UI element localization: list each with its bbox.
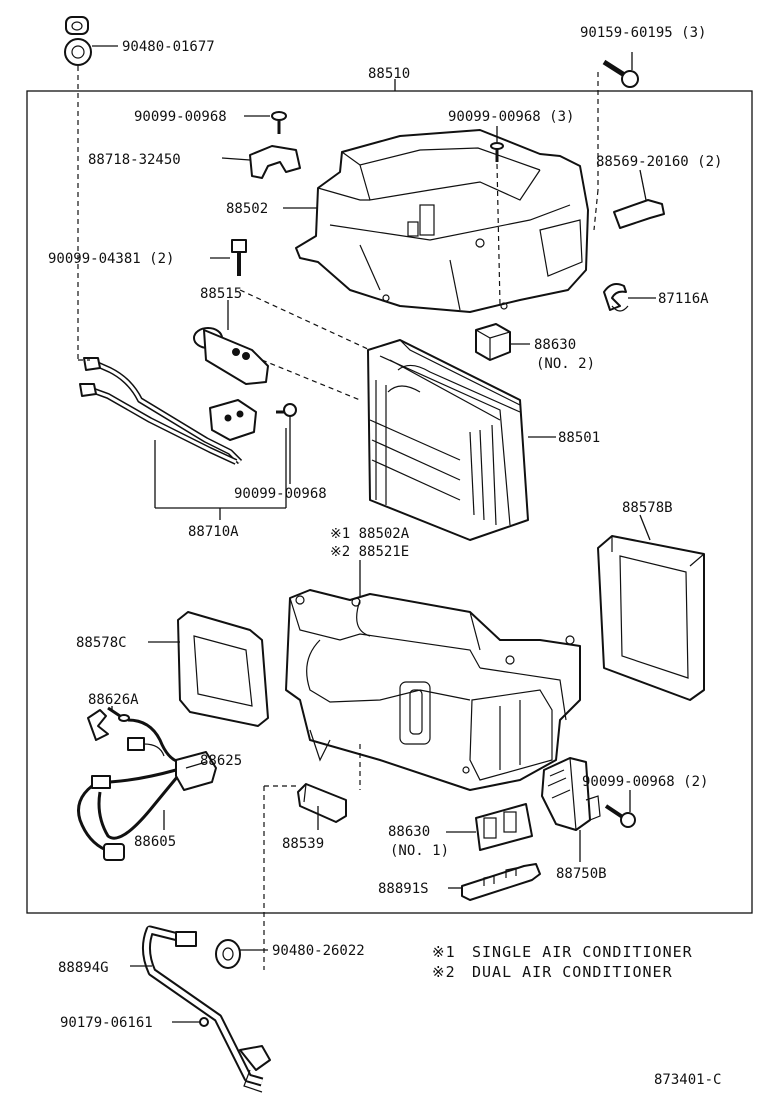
blower-resistor-88750B [541, 757, 601, 862]
label-88605: 88605 [134, 834, 176, 850]
clip-88718-32450 [221, 145, 301, 179]
clip-90179-06161 [172, 1017, 209, 1027]
label-90159-60195: 90159-60195 (3) [580, 25, 706, 41]
duct-88539 [297, 783, 347, 830]
label-88710A: 88710A [188, 524, 239, 540]
lower-case-88502A-88521E [285, 560, 581, 791]
grommet-88569-20160 [613, 169, 665, 229]
label-88515: 88515 [200, 286, 242, 302]
label-88630-no1-sub: (NO. 1) [390, 843, 449, 859]
clamp-87116A [603, 283, 656, 312]
label-88569-20160: 88569-20160 (2) [596, 154, 722, 170]
hose-88894G [130, 925, 271, 1093]
label-90099-00968-2: 90099-00968 (2) [582, 774, 708, 790]
label-90099-00968-pipe: 90099-00968 [234, 486, 327, 502]
label-90480-26022: 90480-26022 [272, 943, 365, 959]
label-88502: 88502 [226, 201, 268, 217]
label-88502A: ※1 88502A [330, 526, 410, 542]
screw-90159-60195 [602, 52, 639, 88]
diagram-number: 873401-C [654, 1072, 721, 1088]
note-2-text: DUAL AIR CONDITIONER [472, 963, 673, 981]
leader-dashed-upper-screw [496, 163, 501, 306]
label-88630-no2-sub: (NO. 2) [536, 356, 595, 372]
screw-90099-00968-2 [604, 790, 636, 828]
label-88891S: 88891S [378, 881, 429, 897]
note-1-text: SINGLE AIR CONDITIONER [472, 943, 693, 961]
label-90099-04381: 90099-04381 (2) [48, 251, 174, 267]
label-88539: 88539 [282, 836, 324, 852]
thermistor-88625 [127, 718, 198, 764]
label-88750B: 88750B [556, 866, 607, 882]
label-88718-32450: 88718-32450 [88, 152, 181, 168]
label-88630-no2: 88630 [534, 337, 576, 353]
note-2-mark: ※2 [432, 963, 456, 981]
expansion-valve-88515 [193, 300, 269, 385]
label-88630-no1: 88630 [388, 824, 430, 840]
bracket-88891S [448, 863, 541, 901]
label-88578B: 88578B [622, 500, 673, 516]
grommet-90480-01677 [64, 16, 118, 66]
label-88510: 88510 [368, 66, 410, 82]
label-90179-06161: 90179-06161 [60, 1015, 153, 1031]
wire-88605 [77, 751, 217, 861]
label-90099-00968-top: 90099-00968 [134, 109, 227, 125]
label-88521E: ※2 88521E [330, 544, 409, 560]
relay-88630-no2 [475, 323, 530, 361]
label-88578C: 88578C [76, 635, 127, 651]
label-90480-01677: 90480-01677 [122, 39, 215, 55]
sensor-88626A [87, 706, 130, 741]
note-1-mark: ※1 [432, 943, 456, 961]
label-88625: 88625 [200, 753, 242, 769]
label-87116A: 87116A [658, 291, 709, 307]
packing-88578C [148, 611, 269, 727]
label-88894G: 88894G [58, 960, 109, 976]
pipe-88710A [79, 357, 287, 520]
bolt-90099-04381 [210, 239, 247, 276]
assembly-frame [26, 90, 753, 914]
screw-90099-00968-3 [490, 126, 504, 162]
upper-case-88502 [283, 129, 589, 313]
evaporator-88501 [367, 339, 556, 541]
label-88626A: 88626A [88, 692, 139, 708]
resistor-88630-no1 [446, 803, 533, 851]
label-90099-00968-3: 90099-00968 (3) [448, 109, 574, 125]
packing-88578B [597, 514, 705, 701]
label-88501: 88501 [558, 430, 600, 446]
screw-90099-00968-top [244, 111, 287, 134]
grommet-90480-26022 [215, 939, 268, 969]
screw-90099-00968-pipe [276, 403, 297, 484]
